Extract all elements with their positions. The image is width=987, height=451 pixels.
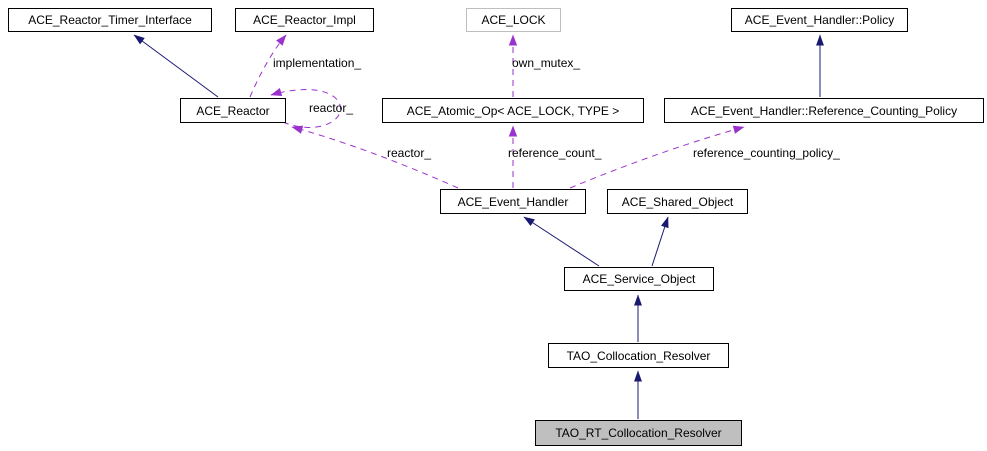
edge-label-reactor-self: reactor_ [309,101,354,115]
edge-inheritance-service-object-to-event-handler [523,216,600,267]
node-ace-reactor-impl[interactable]: ACE_Reactor_Impl [235,8,374,32]
node-tao-rt-collocation-resolver: TAO_RT_Collocation_Resolver [535,420,742,446]
node-ace-atomic-op[interactable]: ACE_Atomic_Op< ACE_LOCK, TYPE > [382,98,644,123]
node-ace-lock: ACE_LOCK [466,8,561,32]
node-ace-shared-object[interactable]: ACE_Shared_Object [607,189,748,214]
edge-usage-reactor [291,125,459,189]
node-tao-collocation-resolver[interactable]: TAO_Collocation_Resolver [548,343,729,368]
node-ace-reactor-timer-interface[interactable]: ACE_Reactor_Timer_Interface [8,8,212,32]
edge-inheritance-reactor-to-timer-interface [133,34,219,98]
edge-label-reference-count: reference_count_ [508,146,602,160]
edge-usage-reactor-self-loop [270,88,341,128]
node-ace-service-object[interactable]: ACE_Service_Object [564,267,714,291]
edge-label-own-mutex: own_mutex_ [512,56,581,70]
edge-label-implementation: implementation_ [273,56,362,70]
node-ace-event-handler[interactable]: ACE_Event_Handler [440,189,586,214]
edge-usage-reference-counting-policy [569,125,745,189]
edge-usage-implementation [249,34,287,98]
node-ace-reactor[interactable]: ACE_Reactor [180,98,286,123]
edge-inheritance-service-object-to-shared-object [651,216,669,267]
edge-label-reactor: reactor_ [387,146,432,160]
node-ace-event-handler-reference-counting-policy[interactable]: ACE_Event_Handler::Reference_Counting_Po… [664,98,984,123]
node-ace-event-handler-policy[interactable]: ACE_Event_Handler::Policy [731,8,908,32]
edge-label-reference-counting-policy: reference_counting_policy_ [693,146,840,160]
